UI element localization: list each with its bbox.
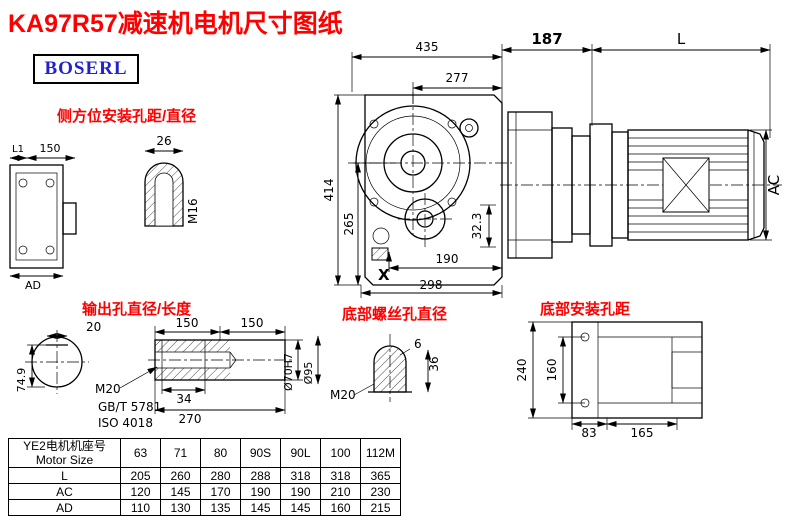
drain-plug [372,227,390,245]
dim-414: 414 [322,179,336,202]
size-col: 90L [280,438,321,468]
dim-32-3: 32.3 [470,213,484,240]
table-cell: 130 [160,499,201,516]
table-cell: 215 [360,499,401,516]
label-bottom-screw: 底部螺丝孔直径 [342,306,448,323]
dim-70H7: Ø70H7 [282,353,295,391]
label-bottom-mount: 底部安装孔距 [540,301,631,318]
dim-435: 435 [416,40,439,54]
dim-265: 265 [342,213,356,236]
table-header-row: YE2电机机座号 Motor Size 63 71 80 90S 90L 100… [8,438,401,468]
dim-34: 34 [176,392,191,406]
dim-L1: L1 [12,144,24,155]
table-header-cn: YE2电机机座号 [23,439,106,453]
dim-74-9: 74.9 [15,368,28,393]
row-label: AD [8,499,121,516]
output-shaft-view: 20 74.9 150 150 M20 [15,316,321,430]
size-col: 63 [120,438,161,468]
table-cell: 210 [320,483,361,500]
dim-M20-screw: M20 [330,388,356,402]
table-cell: 190 [280,483,321,500]
dim-26: 26 [156,134,171,148]
table-header-en: Motor Size [35,453,94,467]
table-header-cell: YE2电机机座号 Motor Size [8,438,121,468]
dim-6: 6 [414,337,422,351]
row-label: AC [8,483,121,500]
table-cell: 365 [360,467,401,484]
table-cell: 110 [120,499,161,516]
dim-83: 83 [581,426,596,440]
dim-side-150: 150 [40,142,61,155]
front-view: X 190 298 414 265 32.3 [322,92,512,298]
dim-X: X [378,266,390,284]
table-cell: 145 [240,499,281,516]
side-hole-detail: 26 M16 [144,134,200,227]
eye-bolt-hole [459,118,479,138]
dim-20: 20 [86,320,101,334]
side-mount-view: L1 150 AD [9,142,77,292]
bottom-screw-view: 6 36 M20 [330,334,441,402]
size-col: 90S [240,438,281,468]
table-row-L: L 205 260 280 288 318 318 365 [8,467,401,484]
dim-95: Ø95 [302,362,315,385]
mount-flange-outline [571,321,703,419]
dim-150b: 150 [241,316,264,330]
dim-187: 187 [531,30,562,48]
dim-270: 270 [179,412,202,426]
table-cell: 280 [200,467,241,484]
dim-190: 190 [436,252,459,266]
table-row-AD: AD 110 130 135 145 145 160 215 [8,499,401,516]
motor-size-table: YE2电机机座号 Motor Size 63 71 80 90S 90L 100… [8,438,401,516]
standard-gb: GB/T 5781 [98,400,161,414]
table-row-AC: AC 120 145 170 190 190 210 230 [8,483,401,500]
dim-M20-output: M20 [95,382,121,396]
table-cell: 190 [240,483,281,500]
page-title: KA97R57减速机电机尺寸图纸 [8,10,343,38]
dim-AD: AD [25,279,41,292]
size-col: 80 [200,438,241,468]
size-col: 100 [320,438,361,468]
table-cell: 318 [320,467,361,484]
screw-plug-section [373,345,407,393]
dim-165: 165 [631,426,654,440]
dim-L: L [677,30,686,48]
table-cell: 230 [360,483,401,500]
table-cell: 160 [320,499,361,516]
dim-36: 36 [427,356,441,371]
dim-298: 298 [420,278,443,292]
table-cell: 318 [280,467,321,484]
table-cell: 145 [160,483,201,500]
table-cell: 260 [160,467,201,484]
row-label: L [8,467,121,484]
dim-150a: 150 [176,316,199,330]
table-cell: 288 [240,467,281,484]
bottom-mount-view: 240 160 83 165 [515,321,703,440]
table-cell: 145 [280,499,321,516]
dim-M16: M16 [186,198,200,224]
table-cell: 205 [120,467,161,484]
motor-body [627,129,749,241]
size-col: 112M [360,438,401,468]
dim-160: 160 [545,359,559,382]
dim-240: 240 [515,359,529,382]
dim-277: 277 [446,71,469,85]
dim-AC: AC [765,175,783,195]
brand-logo: BOSERL [33,54,139,84]
table-cell: 120 [120,483,161,500]
label-output-hole: 输出孔直径/长度 [82,301,192,318]
top-dimensions: 435 187 L 277 [351,30,771,138]
size-col: 71 [160,438,201,468]
table-cell: 135 [200,499,241,516]
side-view-motor: AC [500,111,783,259]
label-side-mount: 侧方位安装孔距/直径 [57,108,197,125]
table-cell: 170 [200,483,241,500]
standard-iso: ISO 4018 [98,416,153,430]
